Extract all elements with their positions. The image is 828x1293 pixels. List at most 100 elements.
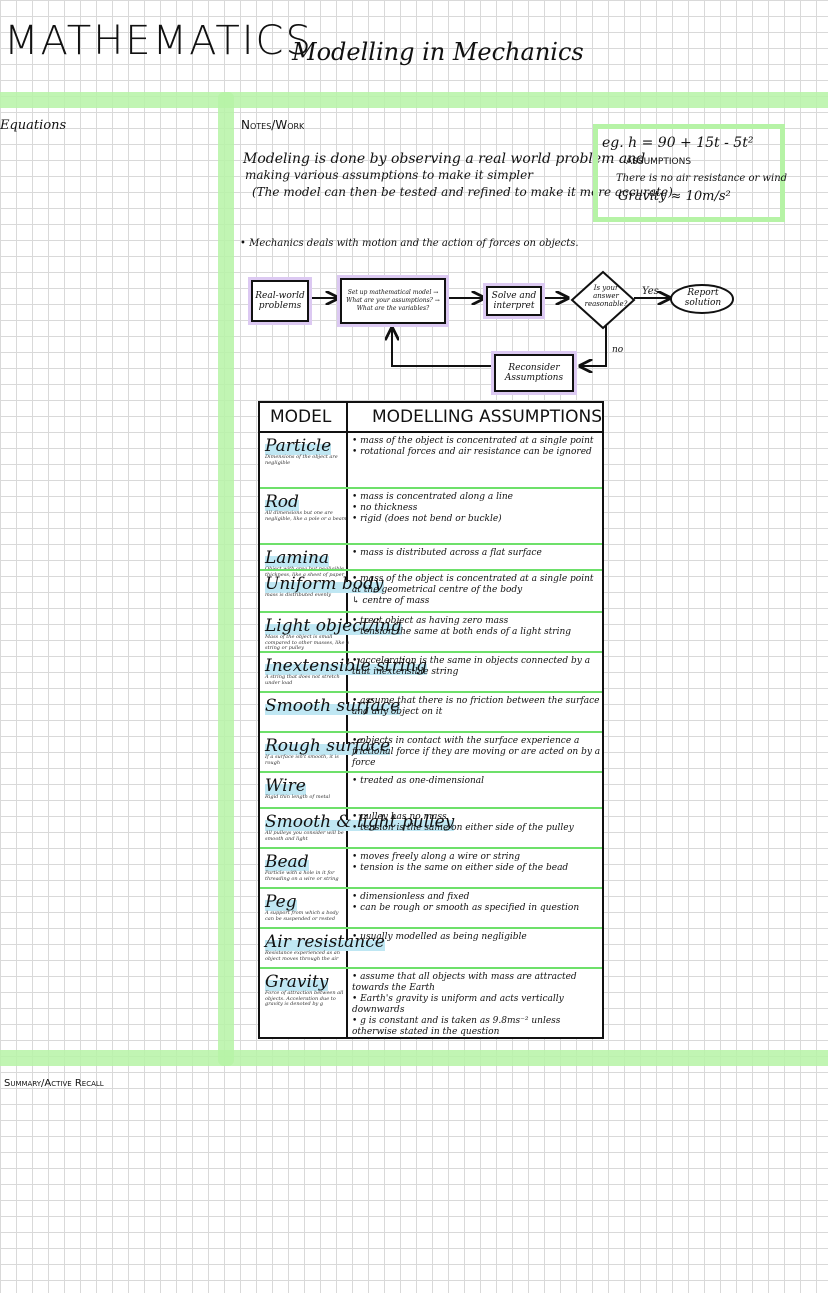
table-header-assumptions: Modelling Assumptions (372, 407, 602, 427)
assumption-item: • treat object as having zero mass (352, 616, 509, 626)
assumption-item: • pulley has no mass (352, 812, 447, 822)
model-name: Rough surface (265, 736, 391, 756)
model-name: Smooth & light pulley (265, 812, 455, 832)
assumption-item: ↳ centre of mass (352, 596, 430, 606)
arrow-no (580, 326, 607, 366)
flow-setup: Set up mathematical model → What are you… (340, 278, 446, 324)
assumption-item: • g is constant and is taken as 9.8ms⁻² … (352, 1016, 561, 1037)
assumptions-cell: • acceleration is the same in objects co… (352, 656, 602, 678)
intro-line-2: making various assumptions to make it si… (245, 168, 533, 182)
model-description: All pulleys you consider will be smooth … (265, 830, 344, 842)
assumption-item: • tension is the same on either side of … (352, 823, 574, 833)
assumption-item: • tension is the same on either side of … (352, 863, 569, 873)
assumptions-cell: • treat object as having zero mass• tens… (352, 616, 602, 638)
flow-reconsider: Reconsider Assumptions (494, 354, 574, 392)
assumption-item: • acceleration is the same in objects co… (352, 656, 591, 677)
model-description: A support from which a body can be suspe… (265, 910, 339, 922)
model-name: Uniform body (265, 574, 384, 594)
intro-line-1: Modeling is done by observing a real wor… (243, 151, 646, 167)
model-description: Dimensions of the object are negligible (265, 454, 338, 466)
top-divider (0, 92, 828, 108)
flow-yes: Yes (642, 286, 659, 297)
assumptions-cell: • mass of the object is concentrated at … (352, 574, 602, 607)
assumptions-cell: • pulley has no mass• tension is the sam… (352, 812, 602, 834)
models-table: Model Modelling Assumptions ParticleDime… (258, 401, 604, 1039)
assumptions-cell: • moves freely along a wire or string• t… (352, 852, 602, 874)
table-column-divider (346, 403, 348, 1037)
model-name: Inextensible string (265, 656, 428, 676)
model-cell: Smooth surface (265, 696, 401, 715)
assumptions-cell: • objects in contact with the surface ex… (352, 736, 602, 769)
assumption-item: • no thickness (352, 503, 418, 513)
model-name: Air resistance (265, 932, 385, 952)
assumption-item: • assume that there is no friction betwe… (352, 696, 600, 717)
model-description: mass is distributed evenly (265, 592, 332, 598)
column-divider (218, 92, 234, 1066)
model-name: Particle (265, 436, 332, 456)
assumption-item: • usually modelled as being negligible (352, 932, 527, 942)
model-description: A string that does not stretch under loa… (265, 674, 340, 686)
flow-decision: Is your answer reasonable? (584, 284, 628, 308)
assumptions-cell: • mass of the object is concentrated at … (352, 436, 602, 458)
intro-line-3: (The model can then be tested and refine… (252, 185, 673, 199)
assumption-item: • can be rough or smooth as specified in… (352, 903, 580, 913)
flow-report: Report solution (684, 288, 722, 308)
model-description: All dimensions but one are negligible, l… (265, 510, 347, 522)
decision-diamond (570, 270, 636, 330)
assumption-item: • mass is distributed across a flat surf… (352, 548, 542, 558)
example-equation: eg. h = 90 + 15t - 5t² (602, 135, 754, 151)
flow-no: no (612, 345, 624, 355)
summary-label: Summary/Active Recall (4, 1078, 104, 1089)
table-header-model: Model (270, 407, 332, 427)
model-name: Light object/ing (265, 616, 402, 636)
model-name: Gravity (265, 972, 329, 992)
example-line-1: There is no air resistance or wind (616, 173, 788, 184)
assumption-item: • dimensionless and fixed (352, 892, 470, 902)
mechanics-note: • Mechanics deals with motion and the ac… (240, 238, 579, 249)
assumption-item: • rigid (does not bend or buckle) (352, 514, 502, 524)
report-ellipse (670, 284, 734, 314)
assumption-item: • mass is concentrated along a line (352, 492, 513, 502)
assumption-item: • Earth's gravity is uniform and acts ve… (352, 994, 564, 1015)
model-name: Rod (265, 492, 299, 512)
assumption-item: • mass of the object is concentrated at … (352, 574, 594, 595)
assumption-item: • treated as one-dimensional (352, 776, 485, 786)
equations-label: Equations (0, 118, 67, 133)
assumption-item: • mass of the object is concentrated at … (352, 436, 594, 446)
arrow-back (392, 328, 492, 367)
example-heading: Assumptions (626, 157, 692, 167)
assumption-item: • rotational forces and air resistance c… (352, 447, 592, 457)
model-description: Mass of the object is small compared to … (265, 634, 349, 651)
assumption-item: • tension the same at both ends of a lig… (352, 627, 572, 637)
assumption-item: • assume that all objects with mass are … (352, 972, 577, 993)
model-description: Particle with a hole in it for threading… (265, 870, 339, 882)
example-line-2: Gravity ≈ 10m/s² (618, 189, 731, 204)
model-name: Bead (265, 852, 309, 872)
model-name: Lamina (265, 548, 330, 568)
flow-solve: Solve and interpret (486, 286, 542, 316)
assumption-item: • objects in contact with the surface ex… (352, 736, 601, 768)
bottom-divider (0, 1050, 828, 1066)
flowchart-arrows (308, 270, 734, 402)
assumption-item: • moves freely along a wire or string (352, 852, 521, 862)
